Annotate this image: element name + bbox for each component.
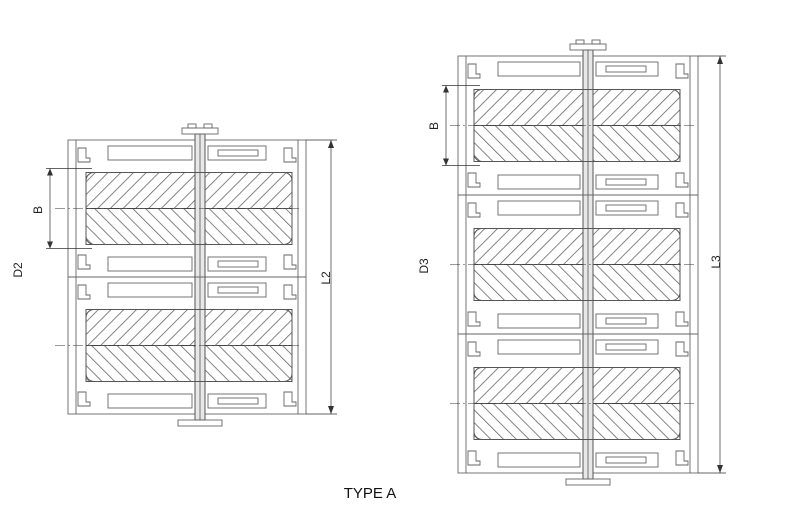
bracket-clip-icon	[675, 63, 689, 79]
bolt-head	[187, 123, 197, 129]
tyre-section	[592, 264, 681, 301]
bracket-clip-icon	[467, 311, 481, 327]
tyre-section	[473, 403, 584, 440]
tyre-section	[85, 172, 196, 209]
slot	[605, 456, 647, 464]
slot	[605, 204, 647, 212]
bracket-clip-icon	[77, 391, 91, 407]
tyre-section	[85, 208, 196, 245]
base-foot	[177, 419, 223, 427]
arrowhead-icon	[47, 168, 53, 176]
bolt-head	[203, 123, 213, 129]
bracket-clip-icon	[675, 202, 689, 218]
bracket-clip-icon	[77, 284, 91, 300]
tyre-section	[473, 264, 584, 301]
bracket-clip-icon	[675, 172, 689, 188]
housing-lower	[497, 452, 581, 468]
slot	[605, 317, 647, 325]
tyre-section	[592, 403, 681, 440]
tyre-section	[473, 125, 584, 162]
slot	[217, 260, 259, 268]
housing-upper	[107, 282, 193, 298]
assembly-right	[442, 39, 726, 486]
housing-upper	[107, 145, 193, 161]
arrowhead-icon	[717, 56, 723, 64]
bracket-clip-icon	[467, 450, 481, 466]
housing-upper	[497, 200, 581, 216]
bracket-clip-icon	[675, 341, 689, 357]
tyre-section	[473, 89, 584, 126]
housing-lower	[497, 174, 581, 190]
tyre-section	[204, 208, 293, 245]
housing-upper	[595, 200, 659, 216]
arrowhead-icon	[443, 158, 449, 166]
bracket-clip-icon	[675, 311, 689, 327]
tyre-section	[592, 89, 681, 126]
tyre-section	[204, 172, 293, 209]
bolt-cap	[569, 43, 607, 51]
tyre-section	[85, 309, 196, 346]
arrowhead-icon	[328, 406, 334, 414]
bolt-head	[575, 39, 585, 45]
housing-lower	[107, 393, 193, 409]
tyre-section	[592, 367, 681, 404]
slot	[605, 65, 647, 73]
housing-lower	[595, 313, 659, 329]
bracket-clip-icon	[77, 254, 91, 270]
dimension-label-d2: D2	[11, 262, 25, 278]
tyre-section	[473, 228, 584, 265]
arrowhead-icon	[328, 140, 334, 148]
base-foot	[565, 478, 611, 486]
tyre-section	[204, 309, 293, 346]
bracket-clip-icon	[467, 202, 481, 218]
tyre-section	[85, 345, 196, 382]
dimension-label-b-right: B	[427, 122, 441, 130]
housing-upper	[595, 339, 659, 355]
tyre-section	[204, 345, 293, 382]
arrowhead-icon	[443, 85, 449, 93]
housing-lower	[207, 256, 267, 272]
dimension-label-l2: L2	[319, 271, 333, 285]
bracket-clip-icon	[467, 172, 481, 188]
arrowhead-icon	[47, 241, 53, 249]
housing-lower	[595, 174, 659, 190]
slot	[217, 149, 259, 157]
dimension-label-d3: D3	[417, 258, 431, 274]
drawing-caption: TYPE A	[344, 485, 397, 502]
assembly-left	[46, 123, 337, 427]
arrowhead-icon	[717, 465, 723, 473]
tyre-section	[592, 228, 681, 265]
slot	[217, 397, 259, 405]
housing-lower	[497, 313, 581, 329]
housing-upper	[207, 145, 267, 161]
housing-upper	[595, 61, 659, 77]
slot	[217, 286, 259, 294]
tyre-section	[473, 367, 584, 404]
bracket-clip-icon	[467, 341, 481, 357]
bracket-clip-icon	[283, 147, 297, 163]
housing-upper	[497, 339, 581, 355]
bracket-clip-icon	[283, 284, 297, 300]
housing-upper	[497, 61, 581, 77]
bracket-clip-icon	[675, 450, 689, 466]
slot	[605, 178, 647, 186]
bracket-clip-icon	[467, 63, 481, 79]
dimension-label-l3: L3	[709, 255, 723, 269]
tyre-section	[592, 125, 681, 162]
housing-lower	[595, 452, 659, 468]
dimension-label-b-left: B	[31, 206, 45, 214]
bracket-clip-icon	[283, 391, 297, 407]
housing-lower	[207, 393, 267, 409]
bracket-clip-icon	[77, 147, 91, 163]
bracket-clip-icon	[283, 254, 297, 270]
housing-upper	[207, 282, 267, 298]
slot	[605, 343, 647, 351]
housing-lower	[107, 256, 193, 272]
bolt-head	[591, 39, 601, 45]
bolt-cap	[181, 127, 219, 135]
